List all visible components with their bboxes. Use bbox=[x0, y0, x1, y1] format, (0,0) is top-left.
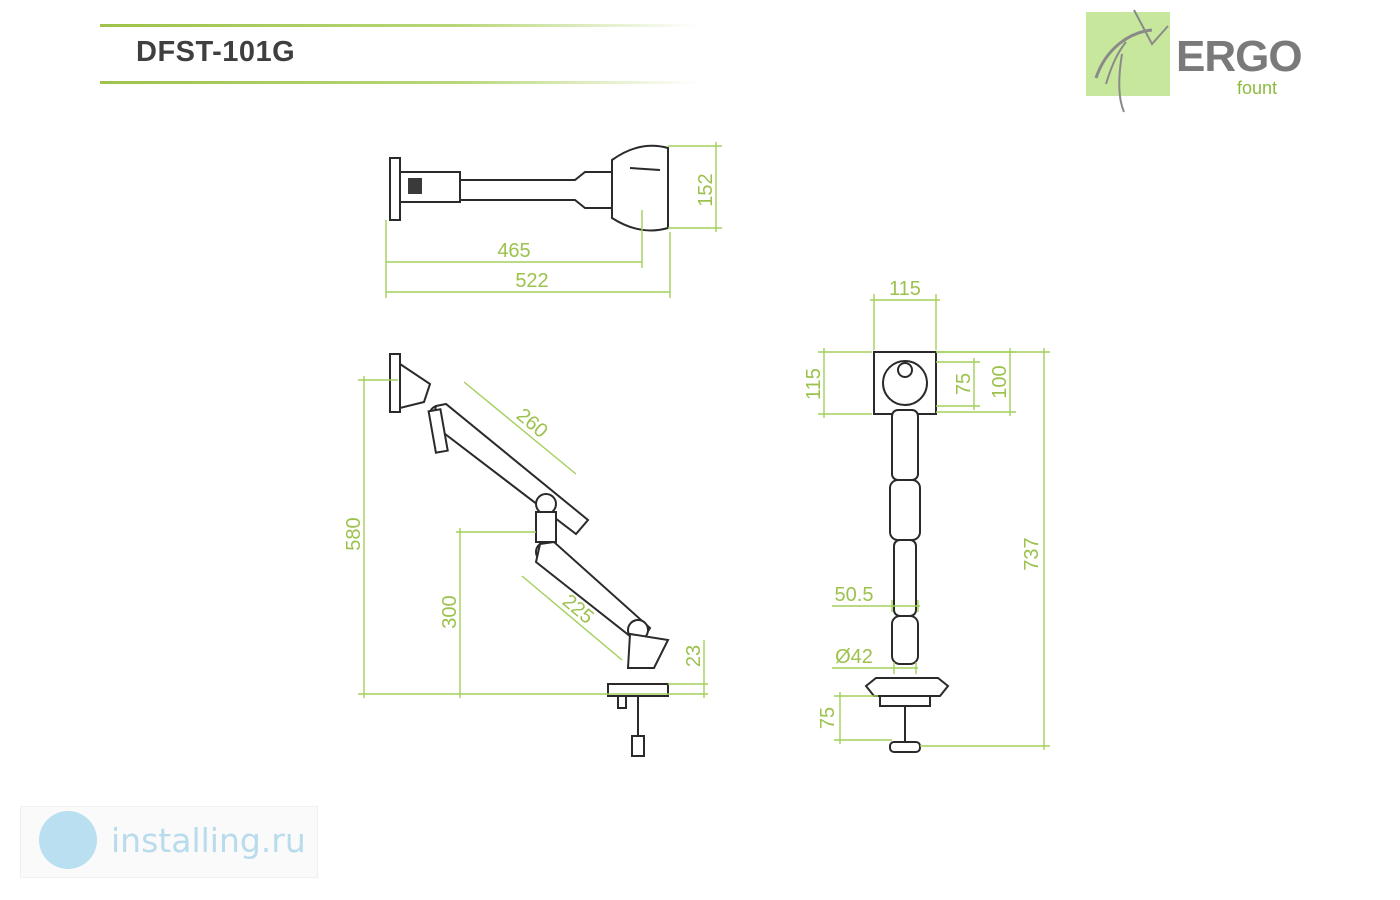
dim-base-height: 23 bbox=[683, 645, 705, 667]
front-view-elbow bbox=[889, 479, 921, 541]
dim-line bbox=[521, 575, 623, 661]
top-view: 152 465 522 bbox=[385, 142, 722, 298]
dim-top-reach-inner: 465 bbox=[497, 240, 530, 262]
dim-line bbox=[463, 381, 577, 475]
side-view: 580 300 260 225 23 bbox=[343, 353, 708, 757]
front-view-pole bbox=[891, 615, 919, 665]
top-view-base bbox=[611, 144, 669, 232]
logo-swoosh-icon bbox=[1094, 9, 1169, 113]
dim-front-plate-height: 115 bbox=[803, 368, 825, 400]
side-view-pole bbox=[626, 632, 670, 669]
side-view-head bbox=[399, 362, 432, 410]
title-rule-bottom bbox=[100, 81, 700, 84]
side-view-elbow-link bbox=[535, 511, 557, 543]
logo-brand-text: ERGO bbox=[1176, 32, 1303, 81]
side-view-knob bbox=[631, 735, 645, 757]
dim-pole-width: 50.5 bbox=[835, 584, 874, 606]
front-view-hub-screw bbox=[897, 362, 913, 378]
dim-front-width: 115 bbox=[889, 278, 921, 300]
top-view-plate bbox=[389, 157, 401, 221]
top-view-tilt-block bbox=[408, 178, 422, 194]
side-view-clamp-top bbox=[617, 695, 627, 709]
front-view-knob bbox=[889, 741, 921, 753]
watermark-text: installing.ru bbox=[111, 821, 306, 860]
front-view-base bbox=[864, 677, 950, 697]
model-title: DFST-101G bbox=[136, 36, 296, 68]
dim-top-height: 152 bbox=[695, 173, 717, 206]
watermark: installing.ru bbox=[20, 806, 318, 878]
dim-side-lower-height: 300 bbox=[439, 595, 461, 628]
dim-vesa-100: 100 bbox=[989, 365, 1011, 398]
title-rule-top bbox=[100, 24, 700, 27]
brand-logo: ERGO fount bbox=[1082, 8, 1312, 118]
front-view-hub bbox=[882, 360, 928, 406]
front-view-lower-arm bbox=[893, 539, 917, 617]
front-view: 115 115 75 100 737 50.5 Ø42 75 bbox=[803, 278, 1050, 753]
front-view-clamp bbox=[879, 695, 931, 707]
dim-side-total-height: 580 bbox=[343, 517, 365, 550]
dim-clamp-depth: 75 bbox=[817, 707, 839, 729]
dim-total-height: 737 bbox=[1021, 537, 1043, 570]
logo-sub-text: fount bbox=[1237, 78, 1278, 98]
logo-square bbox=[1086, 12, 1170, 96]
dim-upper-arm: 260 bbox=[512, 404, 552, 442]
dim-pole-diameter: Ø42 bbox=[835, 646, 873, 668]
watermark-snowflake-icon bbox=[39, 811, 97, 869]
top-view-base-line bbox=[629, 167, 661, 171]
side-view-upper-arm bbox=[430, 402, 590, 536]
front-view-upper-arm bbox=[891, 409, 919, 481]
side-view-plate bbox=[389, 353, 401, 413]
dim-vesa-75: 75 bbox=[953, 373, 975, 395]
side-view-handle bbox=[427, 408, 449, 454]
dim-top-reach-outer: 522 bbox=[515, 270, 548, 292]
